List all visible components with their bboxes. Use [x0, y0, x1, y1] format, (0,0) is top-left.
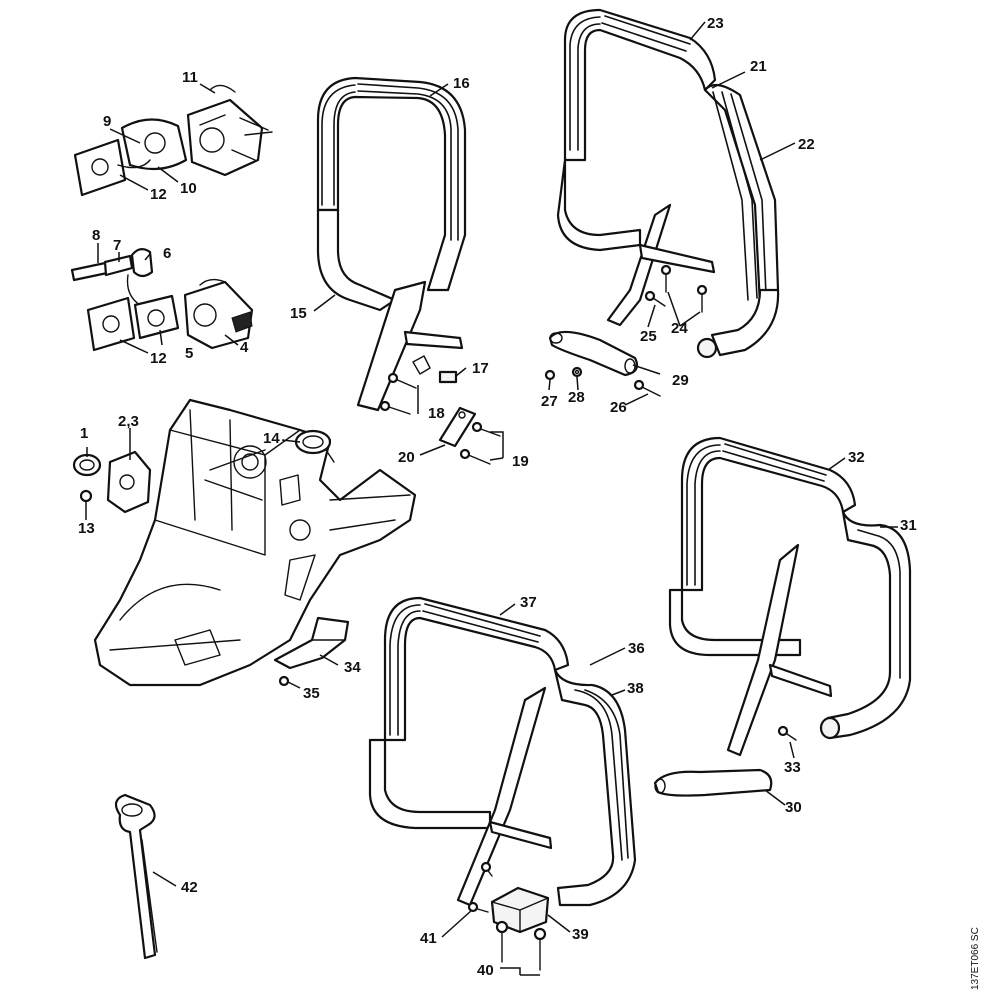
carburetor-assembly-b [70, 248, 254, 352]
label-37: 37 [520, 594, 537, 611]
label-19: 19 [512, 453, 529, 470]
label-9: 9 [103, 113, 111, 130]
handlebar-31-32 [668, 436, 912, 757]
label-33: 33 [784, 759, 801, 776]
label-29: 29 [672, 372, 689, 389]
handle-sleeve-30 [653, 768, 773, 797]
label-26: 26 [610, 399, 627, 416]
label-39: 39 [572, 926, 589, 943]
tank-housing [93, 398, 417, 687]
handlebar-21-22-23 [556, 8, 780, 359]
clamp-bracket [438, 406, 477, 448]
label-32: 32 [848, 449, 865, 466]
leader-lines [85, 21, 898, 976]
combination-wrench-42 [114, 793, 158, 960]
handle-sleeve-29 [548, 330, 639, 377]
handlebar-36-37-38 [368, 596, 637, 907]
carburetor-assembly-a [73, 84, 273, 197]
label-20: 20 [398, 449, 415, 466]
label-42: 42 [181, 879, 198, 896]
label-11: 11 [182, 69, 198, 86]
nut [79, 489, 93, 503]
label-17: 17 [472, 360, 489, 377]
screw-27 [544, 369, 556, 381]
label-41: 41 [420, 930, 437, 947]
label-40: 40 [477, 962, 494, 979]
label-16: 16 [453, 75, 470, 92]
screw-25 [644, 290, 666, 307]
label-14: 14 [263, 430, 280, 447]
label-8: 8 [92, 227, 100, 244]
label-23: 23 [707, 15, 724, 32]
screw-26 [633, 379, 661, 397]
screws-19 [459, 421, 501, 465]
handlebar-15-16 [316, 76, 467, 412]
label-22: 22 [798, 136, 815, 153]
screw-17 [412, 355, 458, 384]
label-31: 31 [900, 517, 917, 534]
screw-35 [278, 675, 290, 687]
label-28: 28 [568, 389, 585, 406]
label-18: 18 [428, 405, 445, 422]
label-4: 4 [240, 339, 249, 356]
label-10: 10 [180, 180, 197, 197]
callout-labels: 1 2,3 4 5 6 7 8 9 10 11 12 12 13 14 15 1… [78, 15, 917, 979]
label-5: 5 [185, 345, 193, 362]
label-12b: 12 [150, 350, 167, 367]
label-1: 1 [80, 425, 88, 442]
label-7: 7 [113, 237, 121, 254]
screws-40 [480, 861, 547, 971]
grommet [72, 453, 102, 477]
screws-24 [660, 264, 708, 313]
label-2-3: 2,3 [118, 413, 139, 430]
label-25: 25 [640, 328, 657, 345]
drawing-code: 137ET066 SC [970, 927, 981, 990]
spacer-block-39 [490, 886, 550, 934]
label-6: 6 [163, 245, 171, 262]
label-24: 24 [671, 320, 688, 337]
label-27: 27 [541, 393, 558, 410]
screw-33 [777, 725, 797, 741]
label-13: 13 [78, 520, 95, 537]
label-38: 38 [627, 680, 644, 697]
label-30: 30 [785, 799, 802, 816]
washer-28 [571, 366, 583, 378]
label-12a: 12 [150, 186, 167, 203]
screw-41 [467, 901, 489, 913]
small-carburetor [106, 450, 152, 514]
screws-18 [379, 372, 417, 415]
bracket-plate [273, 616, 350, 670]
label-15: 15 [290, 305, 307, 322]
label-36: 36 [628, 640, 645, 657]
label-34: 34 [344, 659, 361, 676]
label-35: 35 [303, 685, 320, 702]
label-21: 21 [750, 58, 767, 75]
